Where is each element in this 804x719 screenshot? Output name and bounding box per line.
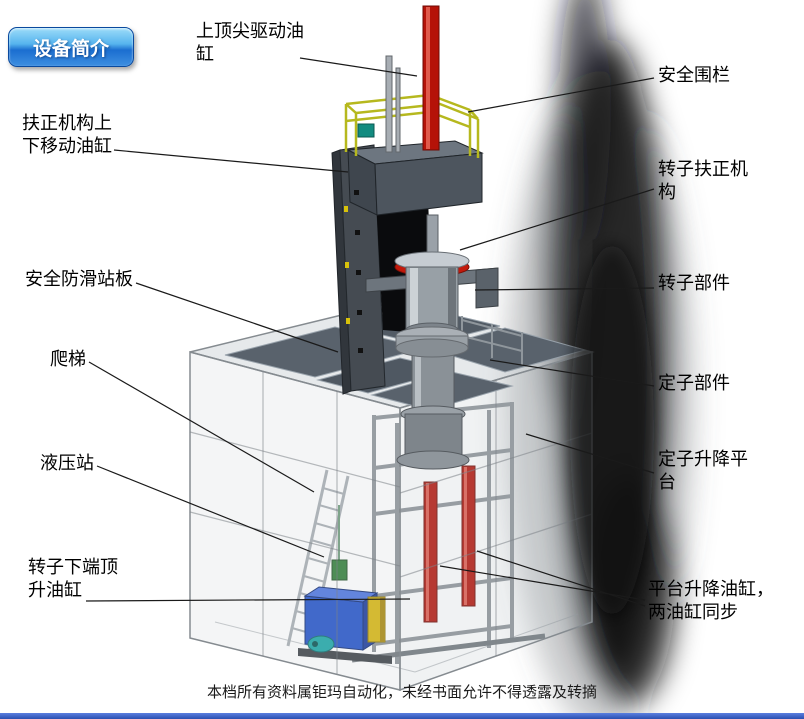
device-intro-badge: 设备简介 <box>8 27 134 67</box>
label-top-cylinder: 上顶尖驱动油 缸 <box>196 21 304 65</box>
label-centering-cylinder: 扶正机构上 下移动油缸 <box>22 113 112 157</box>
copyright-text: 本档所有资料属钜玛自动化，未经书面允许不得透露及转摘 <box>206 685 597 701</box>
platform-lift-red-cylinders <box>423 465 476 623</box>
label-ladder: 爬梯 <box>50 349 86 369</box>
label-stator-part: 定子部件 <box>658 373 730 393</box>
piston-rods <box>385 55 401 153</box>
label-rotor-centering: 转子扶正机 构 <box>658 159 748 203</box>
label-antislip-plate: 安全防滑站板 <box>25 269 133 289</box>
smoke-front <box>570 245 654 615</box>
label-hydraulic-station: 液压站 <box>40 453 94 473</box>
leader-lines <box>85 57 655 607</box>
label-stator-lift-platform: 定子升降平 台 <box>658 449 748 493</box>
label-rotor-part: 转子部件 <box>658 273 730 293</box>
label-rotor-bottom-cylinder: 转子下端顶 升油缸 <box>28 557 118 601</box>
main-red-cylinder <box>422 5 440 151</box>
stator-column <box>396 351 470 470</box>
bottom-border <box>0 713 804 719</box>
machine-interior <box>214 402 579 673</box>
railing-plate <box>357 123 375 138</box>
label-safety-fence: 安全围栏 <box>658 65 730 85</box>
rotor-assembly <box>365 214 499 358</box>
label-platform-lift-cylinders: 平台升降油缸， 两油缸同步 <box>648 579 774 623</box>
